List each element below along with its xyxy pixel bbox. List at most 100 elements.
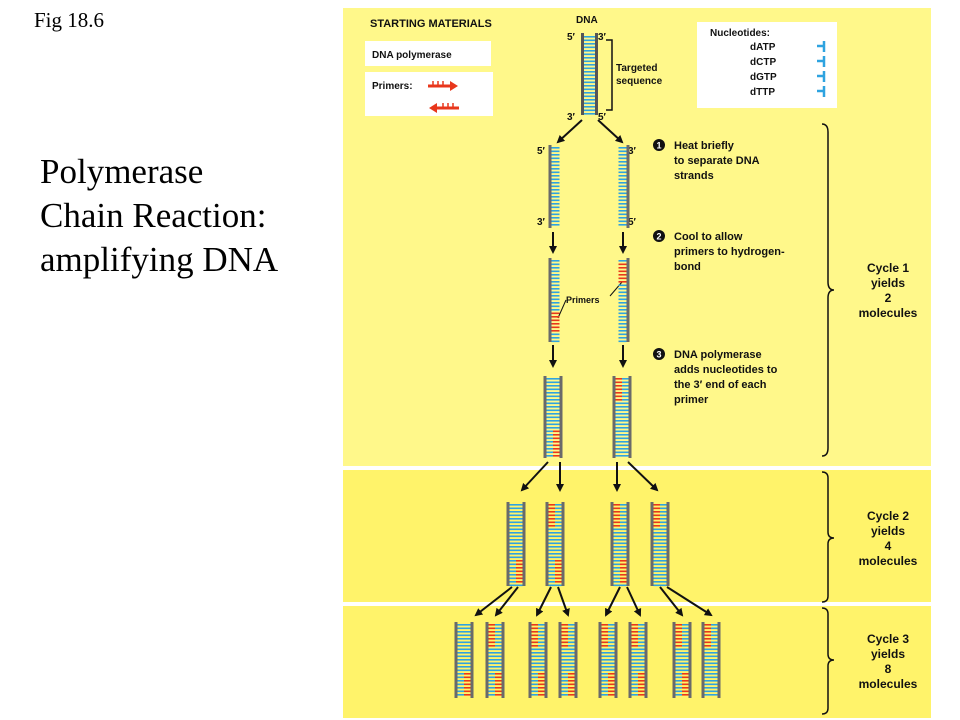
duplex-rung-right: [620, 525, 627, 527]
duplex-rung-right: [568, 669, 575, 672]
duplex-rung-left: [509, 563, 516, 566]
duplex-rung-left: [457, 652, 464, 654]
cycle3-molecule-7: [672, 622, 692, 698]
duplex-rung-left: [548, 532, 555, 534]
duplex-rung-left: [561, 641, 568, 644]
duplex-rung-left: [546, 444, 553, 447]
duplex-rung-left: [601, 652, 608, 654]
duplex-rung-right: [553, 385, 560, 387]
duplex-rung-right: [568, 680, 575, 682]
arrows-flow: [549, 232, 627, 368]
primed-strand-left: [548, 258, 560, 343]
step-1-number: 1: [656, 141, 661, 151]
duplex-rung-right: [660, 518, 667, 520]
duplex-rung-right: [464, 645, 471, 647]
strand-tick: [618, 164, 627, 167]
cycle3-molecule-8: [701, 622, 721, 698]
duplex-rung-right: [622, 434, 629, 436]
duplex-rung-left: [531, 662, 538, 665]
duplex-rung-left: [561, 683, 568, 686]
strand-tick: [551, 288, 560, 290]
duplex-rung-right: [620, 584, 627, 587]
strand-tick: [618, 199, 627, 202]
duplex-rung-left: [546, 413, 553, 415]
duplex-rung-right: [553, 399, 560, 401]
duplex-rung-right: [638, 683, 645, 686]
strand-tick: [618, 295, 627, 297]
duplex-rung-left: [561, 666, 568, 668]
duplex-rung-left: [457, 631, 464, 633]
duplex-rung-left: [613, 563, 620, 566]
duplex-rung-right: [622, 378, 629, 380]
strand-backbone: [626, 145, 630, 228]
primed-strand-right: [618, 258, 630, 343]
duplex-left-backbone: [528, 622, 532, 698]
duplex-rung-left: [546, 455, 553, 457]
duplex-rung-left: [488, 680, 495, 682]
strand-tick: [618, 210, 627, 212]
duplex-rung-right: [638, 634, 645, 637]
duplex-rung-right: [568, 648, 575, 651]
duplex-right-backbone: [501, 622, 505, 698]
duplex-rung-right: [555, 525, 562, 527]
strand-tick: [551, 270, 560, 273]
duplex-rung-right: [464, 690, 471, 693]
duplex-rung-right: [553, 395, 560, 398]
duplex-rung-right: [553, 444, 560, 447]
duplex-rung-left: [615, 441, 622, 443]
duplex-rung-right: [622, 395, 629, 398]
duplex-left-backbone: [545, 502, 549, 586]
duplex-rung-left: [613, 535, 620, 538]
duplex-rung-right: [553, 402, 560, 405]
duplex-rung-right: [660, 563, 667, 566]
duplex-right-backbone: [628, 376, 632, 458]
duplex-rung-right: [638, 641, 645, 644]
duplex-rung-right: [555, 556, 562, 559]
duplex-rung-left: [561, 680, 568, 682]
duplex-rung-right: [553, 406, 560, 408]
duplex-rung-left: [548, 535, 555, 538]
duplex-rung-right: [608, 662, 615, 665]
duplex-rung-left: [548, 567, 555, 569]
duplex-rung-right: [538, 655, 545, 658]
duplex-right-backbone: [559, 376, 563, 458]
duplex-rung-right: [555, 563, 562, 566]
duplex-rung-left: [631, 634, 638, 637]
strand-tick: [551, 189, 560, 191]
cycle-3-line-2: yields: [871, 647, 905, 661]
duplex-rung-right: [711, 680, 718, 682]
duplex-rung-left: [653, 504, 660, 506]
duplex-rung-right: [660, 542, 667, 545]
duplex-rung-right: [638, 690, 645, 693]
duplex-rung-right: [660, 560, 667, 562]
duplex-rung-left: [601, 687, 608, 689]
duplex-rung-right: [622, 399, 629, 401]
nucleotide-dgtp: dGTP: [750, 72, 777, 83]
duplex-rung-left: [653, 539, 660, 541]
cycle1-molecule-1: [543, 376, 563, 458]
strand-tick: [551, 161, 560, 163]
duplex-rung-right: [495, 673, 502, 675]
duplex-rung-left: [704, 680, 711, 682]
duplex-rung-left: [613, 525, 620, 527]
duplex-rung-right: [538, 687, 545, 689]
duplex-rung-left: [531, 673, 538, 675]
strand-tick: [551, 175, 560, 177]
duplex-rung-right: [622, 451, 629, 454]
duplex-rung-right: [638, 694, 645, 696]
duplex-rung-left: [653, 535, 660, 538]
duplex-rung-left: [631, 627, 638, 630]
cycle2-molecule-1: [506, 502, 526, 587]
dna-rung: [584, 36, 595, 38]
duplex-rung-right: [620, 549, 627, 552]
duplex-rung-left: [561, 645, 568, 647]
strand-tick: [618, 189, 627, 191]
duplex-rung-left: [561, 676, 568, 679]
duplex-rung-left: [704, 676, 711, 679]
duplex-right-backbone: [574, 622, 578, 698]
duplex-rung-left: [457, 655, 464, 658]
duplex-rung-right: [538, 662, 545, 665]
duplex-rung-right: [464, 662, 471, 665]
strand-tick: [618, 323, 627, 325]
strand-tick: [551, 168, 560, 170]
